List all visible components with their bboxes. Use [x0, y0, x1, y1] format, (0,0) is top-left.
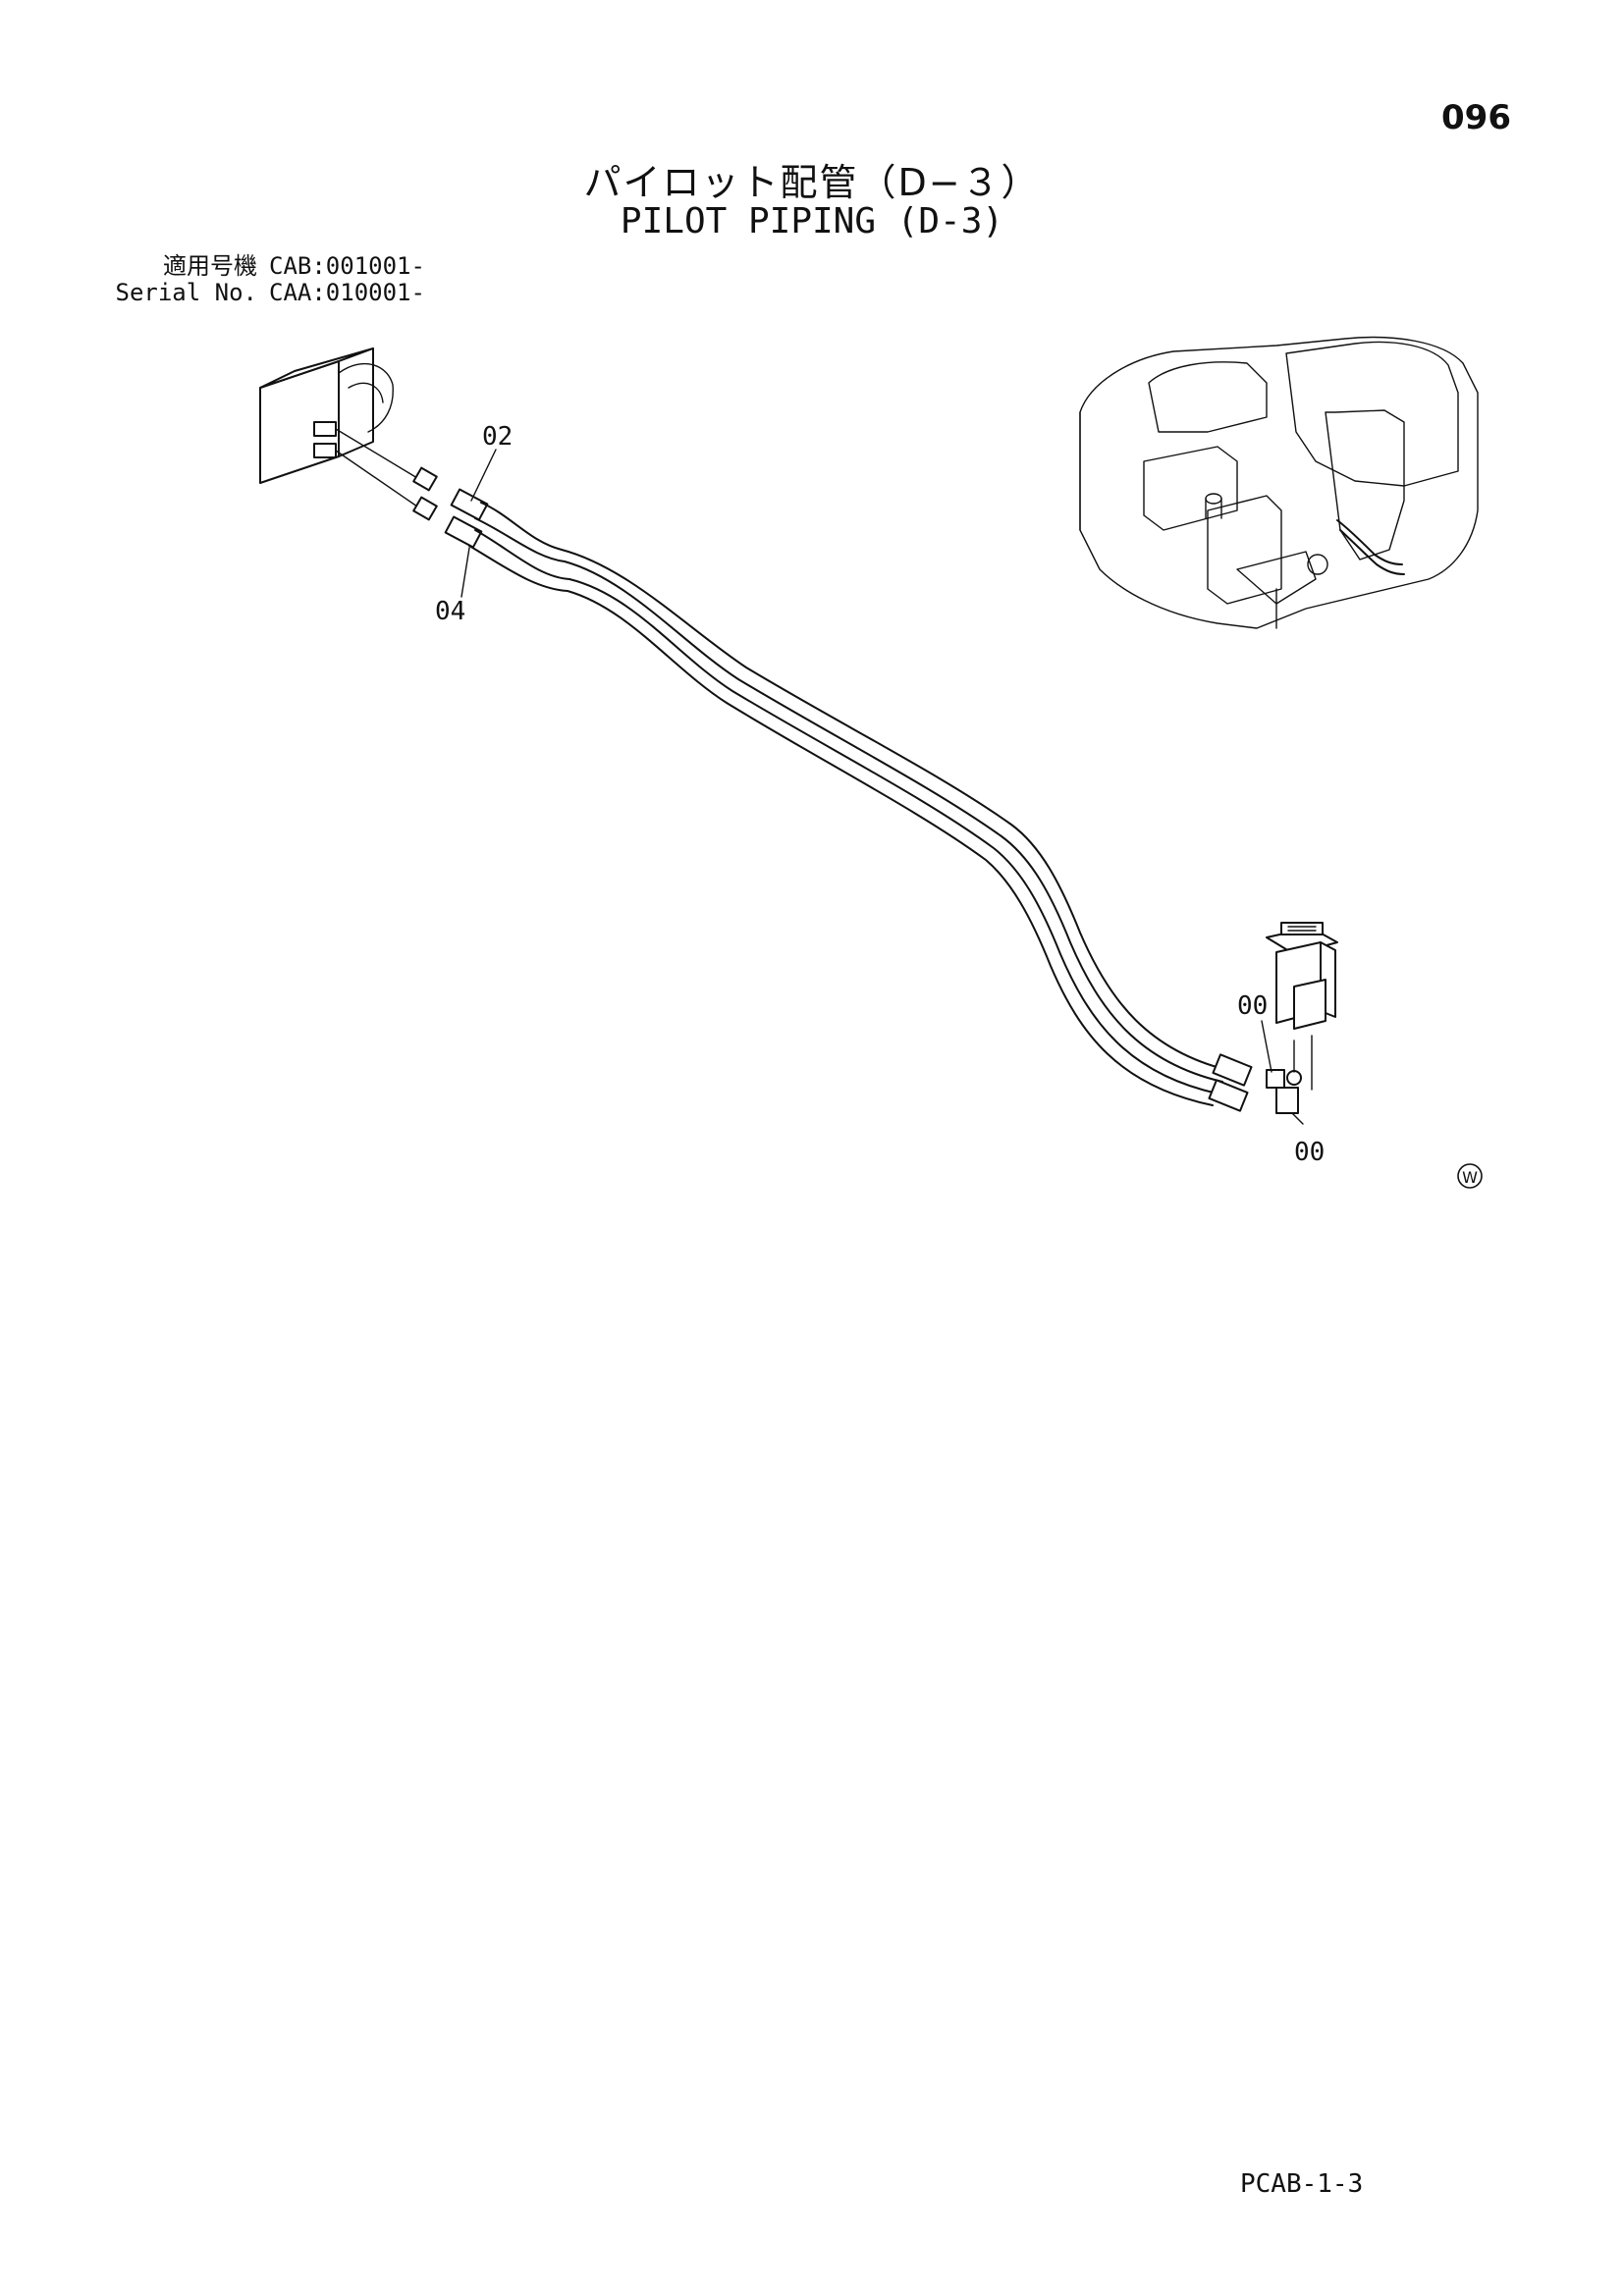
leader-lines [460, 449, 1304, 1125]
machine-overview-sketch [1079, 336, 1479, 629]
callout-02: 02 [482, 422, 513, 452]
footer-code: PCAB-1-3 [1240, 2169, 1364, 2199]
hose-fittings-left [444, 488, 489, 549]
serial-label: 適用号機 [163, 252, 257, 280]
callout-00-lower: 00 [1294, 1138, 1325, 1167]
pilot-valve-right [1266, 922, 1338, 1030]
circled-w-mark: W [1457, 1163, 1483, 1189]
serial-applicability: 適用号機 CAB:001001- Serial No. CAA:010001- [110, 253, 425, 306]
mark-letter: W [1462, 1168, 1478, 1187]
serial-row-applicable-model: 適用号機 CAB:001001- [110, 253, 425, 280]
valve-block-left [259, 347, 418, 507]
serial-label: Serial No. [115, 279, 258, 306]
hose-fittings-right [1208, 1053, 1253, 1112]
serial-value: CAB:001001- [269, 252, 425, 280]
page-number: 096 [1441, 98, 1511, 137]
elbow-fittings [1266, 1035, 1313, 1114]
callout-04: 04 [435, 597, 465, 626]
pilot-hoses [468, 502, 1228, 1106]
page-title-english: PILOT PIPING (D-3) [620, 201, 1004, 241]
serial-value: CAA:010001- [269, 279, 425, 306]
serial-row-serial-no: Serial No. CAA:010001- [110, 280, 425, 306]
adapter-fittings-left [412, 466, 438, 521]
callout-00-upper: 00 [1237, 991, 1268, 1021]
page-title-japanese: パイロット配管（D−３） [583, 161, 1041, 204]
